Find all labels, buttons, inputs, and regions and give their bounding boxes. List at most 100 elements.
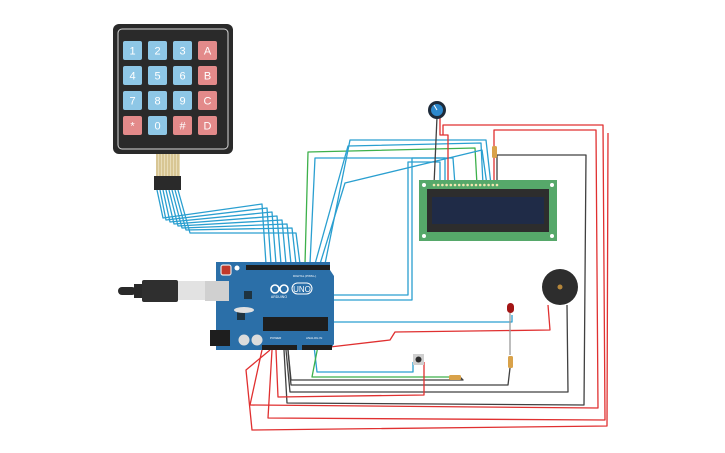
power-label: POWER — [270, 336, 282, 340]
arduino-uno[interactable]: ARDUINO UNO POWER ANALOG IN DIGITAL (PWM… — [205, 262, 334, 350]
keypad-wires[interactable] — [156, 189, 301, 265]
key-face — [173, 116, 192, 135]
wire-lcd-green — [304, 147, 478, 265]
lcd-pin — [470, 183, 474, 187]
keypad-key[interactable]: 9 — [173, 91, 192, 110]
keypad-key[interactable]: 5 — [148, 66, 167, 85]
wire-lcd-5 — [330, 161, 441, 296]
piezo-buzzer[interactable] — [542, 269, 578, 305]
lcd-pin — [457, 183, 461, 187]
key-label: 2 — [154, 46, 160, 58]
keypad-ribbon — [154, 154, 181, 190]
wire-keypad-8 — [177, 189, 301, 265]
keypad-key[interactable]: * — [123, 116, 142, 135]
keypad-key[interactable]: # — [173, 116, 192, 135]
atmega-chip — [263, 317, 328, 331]
resistor-led[interactable] — [508, 356, 513, 368]
wire-lcd-6 — [330, 157, 446, 301]
potentiometer[interactable] — [428, 101, 446, 119]
keypad-key[interactable]: 2 — [148, 41, 167, 60]
keypad-key[interactable]: D — [198, 116, 217, 135]
lcd-data-wires[interactable] — [304, 139, 492, 301]
key-face — [198, 91, 217, 110]
keypad-key[interactable]: 3 — [173, 41, 192, 60]
wire-button-resistor-green[interactable] — [311, 345, 450, 378]
key-label: 6 — [179, 71, 185, 83]
led-red[interactable] — [507, 303, 514, 313]
wire-led[interactable] — [330, 315, 513, 323]
wire-button-resistor-black[interactable] — [287, 349, 464, 381]
key-face — [173, 66, 192, 85]
keypad-key[interactable]: 7 — [123, 91, 142, 110]
analog-header[interactable] — [302, 345, 332, 350]
wire-buzzer-black[interactable] — [285, 304, 569, 393]
key-label: C — [204, 96, 212, 108]
wire-pushbutton-red[interactable] — [275, 349, 425, 398]
digital-header[interactable] — [246, 265, 330, 270]
usb-jack — [205, 281, 229, 301]
wire-lcd-1 — [309, 157, 456, 265]
model-label: UNO — [293, 285, 311, 294]
keypad-key[interactable]: 0 — [148, 116, 167, 135]
key-face — [123, 91, 142, 110]
wire-pot-black[interactable] — [433, 116, 438, 186]
lcd-16x2[interactable] — [419, 146, 557, 241]
lcd-screen — [432, 197, 544, 224]
wire-red-outer[interactable] — [245, 132, 609, 431]
reset-button[interactable] — [220, 264, 232, 276]
wire-keypad-3 — [162, 189, 277, 265]
lcd-pin — [483, 183, 486, 187]
wire-keypad-4 — [165, 189, 282, 265]
lcd-pin — [462, 183, 465, 187]
wire-buzzer-red[interactable] — [329, 304, 551, 348]
wire-lcd-black[interactable] — [283, 154, 587, 406]
key-face — [148, 116, 167, 135]
brand-label: ARDUINO — [271, 295, 287, 299]
key-face — [148, 91, 167, 110]
key-label: B — [204, 71, 211, 83]
wire-lcd-4 — [324, 139, 492, 265]
key-label: 1 — [129, 46, 135, 58]
crystal — [234, 307, 254, 313]
key-label: # — [179, 121, 186, 133]
key-label: 4 — [129, 71, 135, 83]
resistor-lcd[interactable] — [492, 146, 497, 158]
wire-lcd-red-1[interactable] — [249, 129, 599, 409]
wires — [156, 116, 609, 431]
capacitor-2 — [251, 334, 263, 346]
key-label: 9 — [179, 96, 185, 108]
wire-lcd-red-2[interactable] — [267, 124, 606, 421]
key-label: * — [130, 121, 135, 133]
keypad-key[interactable]: 1 — [123, 41, 142, 60]
lcd-pin — [445, 183, 448, 187]
lcd-pin — [453, 183, 457, 187]
arduino-logo: ARDUINO UNO — [270, 282, 313, 299]
key-face — [198, 116, 217, 135]
resistor-button[interactable] — [449, 375, 461, 380]
keypad-key[interactable]: 4 — [123, 66, 142, 85]
wire-keypad-5 — [168, 189, 287, 265]
pushbutton[interactable] — [413, 354, 424, 365]
usb-cable[interactable] — [118, 280, 206, 302]
lcd-pin — [436, 183, 440, 187]
wire-lcd-2 — [314, 142, 484, 265]
wire-keypad-2 — [159, 189, 272, 265]
lcd-pin — [449, 183, 453, 187]
lcd-pin — [487, 183, 490, 187]
digital-label: DIGITAL (PWM~) — [293, 274, 316, 278]
lcd-pin — [478, 183, 482, 187]
keypad-key[interactable]: C — [198, 91, 217, 110]
key-face — [173, 91, 192, 110]
key-face — [148, 41, 167, 60]
power-header[interactable] — [262, 345, 297, 350]
keypad-key[interactable]: A — [198, 41, 217, 60]
keypad-key[interactable]: 6 — [173, 66, 192, 85]
usb-plug — [178, 281, 206, 300]
wire-pot-red[interactable] — [439, 117, 449, 185]
keypad-key[interactable]: 8 — [148, 91, 167, 110]
analog-label: ANALOG IN — [306, 336, 322, 340]
keypad-key[interactable]: B — [198, 66, 217, 85]
wire-keypad-1 — [156, 189, 267, 265]
